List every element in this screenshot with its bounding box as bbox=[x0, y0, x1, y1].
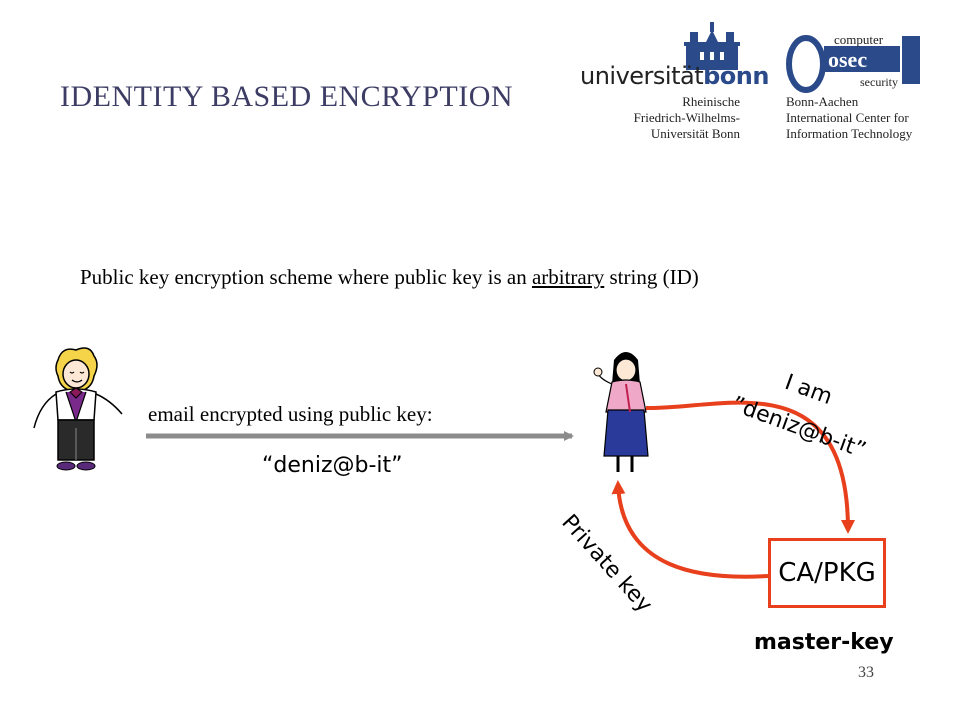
email-encrypted-label: email encrypted using public key: bbox=[148, 402, 433, 426]
bonn-caption-line: Universität Bonn bbox=[650, 126, 740, 141]
bit-caption-line: International Center for bbox=[786, 110, 909, 125]
slide-subtitle: Public key encryption scheme where publi… bbox=[80, 265, 699, 290]
subtitle-text-underlined: arbitrary bbox=[531, 265, 605, 289]
email-public-key-id: “deniz@b-it” bbox=[262, 453, 403, 478]
slide-title: IDENTITY BASED ENCRYPTION bbox=[60, 80, 514, 113]
bonn-logo-wordmark: universitätbonn bbox=[580, 62, 769, 90]
bit-bottom-text: security bbox=[860, 75, 898, 89]
red-arrow-private-key bbox=[611, 480, 769, 579]
girl-figure-icon bbox=[593, 352, 649, 472]
bonn-caption-line: Friedrich-Wilhelms- bbox=[633, 110, 740, 125]
bit-mid-text: osec bbox=[828, 47, 867, 72]
bonn-caption-line: Rheinische bbox=[682, 94, 740, 109]
subtitle-text-after: string (ID) bbox=[604, 265, 699, 289]
bit-logo-caption: Bonn-Aachen International Center for Inf… bbox=[786, 94, 912, 142]
bit-caption-line: Information Technology bbox=[786, 126, 913, 141]
bonn-wordmark-prefix: universität bbox=[580, 62, 704, 90]
bonn-logo-caption: Rheinische Friedrich-Wilhelms- Universit… bbox=[600, 94, 740, 142]
page-number: 33 bbox=[858, 664, 874, 681]
subtitle-text-before: Public key encryption scheme where publi… bbox=[80, 265, 532, 289]
red-arrow-request bbox=[645, 400, 855, 534]
bit-caption-line: Bonn-Aachen bbox=[786, 94, 859, 109]
bit-top-text: computer bbox=[834, 32, 884, 47]
bit-side-text: b-it bbox=[924, 53, 938, 70]
ca-pkg-box: CA/PKG bbox=[768, 538, 886, 608]
boy-figure-icon bbox=[33, 347, 123, 471]
ca-pkg-label: CA/PKG bbox=[778, 558, 876, 588]
bonn-wordmark-suffix: bonn bbox=[703, 62, 769, 90]
master-key-label: master-key bbox=[754, 630, 894, 655]
